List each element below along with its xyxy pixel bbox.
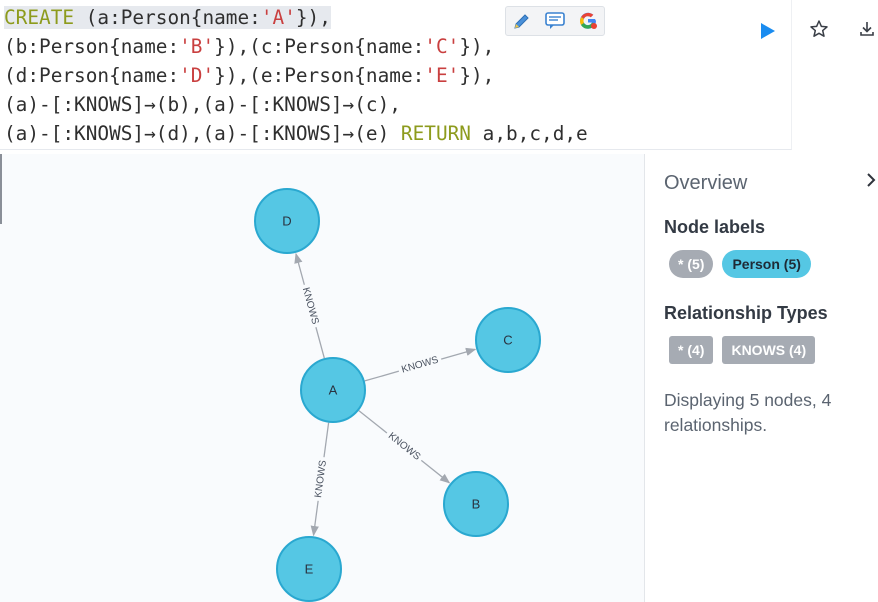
graph-canvas[interactable]: KNOWS KNOWS KNOWS KNOWS A B C D E [0, 154, 644, 602]
node-labels-list: * (5) Person (5) [669, 250, 811, 278]
node-label: E [305, 562, 314, 577]
node-label: C [503, 333, 512, 348]
code-token: (d:Person{name: [4, 64, 180, 87]
code-token: }), [459, 35, 495, 58]
node-a[interactable]: A [300, 357, 366, 423]
code-token: RETURN [400, 122, 471, 145]
relationship-line [315, 327, 325, 359]
play-icon [761, 23, 775, 39]
relationship-a-c[interactable]: KNOWS [364, 347, 477, 382]
relationship-line [323, 422, 330, 458]
overview-panel: Overview Node labels * (5) Person (5) Re… [644, 154, 878, 602]
code-token: (a)-[:KNOWS]→(d),(a)-[:KNOWS]→(e) [4, 122, 401, 145]
code-token: CREATE [4, 6, 75, 29]
code-token: 'B' [179, 35, 215, 58]
code-line-5[interactable]: (a)-[:KNOWS]→(d),(a)-[:KNOWS]→(e) RETURN… [4, 120, 588, 148]
node-circle [254, 188, 320, 254]
code-token: (a)-[:KNOWS]→(b),(a)-[:KNOWS]→(c), [4, 93, 401, 116]
rel-type-knows-pill[interactable]: KNOWS (4) [722, 336, 816, 364]
relationship-line [358, 410, 388, 434]
node-d[interactable]: D [254, 188, 320, 254]
code-token: }),(e:Person{name: [214, 64, 425, 87]
node-circle [475, 307, 541, 373]
star-icon [810, 20, 828, 37]
node-circle [276, 536, 342, 602]
node-label: B [472, 497, 481, 512]
relationship-types-title: Relationship Types [664, 303, 828, 323]
relationship-types-list: * (4) KNOWS (4) [669, 336, 816, 364]
graph-summary: Displaying 5 nodes, 4 relationships. [664, 390, 832, 435]
favorite-button[interactable] [806, 16, 832, 42]
relationship-arrow [294, 252, 305, 285]
code-token: (b:Person{name: [4, 35, 180, 58]
resize-handle[interactable] [0, 154, 2, 224]
code-line-2[interactable]: (b:Person{name:'B'}),(c:Person{name:'C'}… [4, 33, 494, 61]
relationship-arrow [310, 500, 319, 537]
chevron-right-icon [867, 173, 876, 187]
relationship-label: KNOWS [386, 431, 423, 463]
node-label-all-pill[interactable]: * (5) [669, 250, 714, 278]
code-token: (a:Person{name: [74, 6, 261, 29]
pencil-icon[interactable] [509, 8, 535, 34]
relationship-label: KNOWS [300, 286, 321, 326]
relationship-a-e[interactable]: KNOWS [310, 422, 330, 537]
node-labels-title: Node labels [664, 217, 766, 237]
code-token: 'C' [424, 35, 460, 58]
code-token: 'E' [424, 64, 460, 87]
editor-floating-toolbar [505, 6, 605, 36]
relationship-arrow [420, 459, 451, 484]
query-editor[interactable]: CREATE (a:Person{name:'A'}), (b:Person{n… [0, 0, 792, 150]
comment-icon[interactable] [542, 8, 568, 34]
google-icon[interactable] [575, 8, 601, 34]
code-token: 'A' [260, 6, 296, 29]
code-line-4[interactable]: (a)-[:KNOWS]→(b),(a)-[:KNOWS]→(c), [4, 91, 401, 119]
rel-type-all-pill[interactable]: * (4) [669, 336, 714, 364]
download-icon [860, 22, 874, 36]
code-token: }), [459, 64, 495, 87]
node-label: D [282, 214, 291, 229]
code-token: }), [295, 6, 331, 29]
relationship-a-d[interactable]: KNOWS [294, 252, 325, 359]
node-b[interactable]: B [443, 471, 509, 537]
collapse-panel-button[interactable] [861, 168, 878, 192]
code-token: }),(c:Person{name: [214, 35, 425, 58]
download-button[interactable] [856, 16, 878, 42]
code-line-1[interactable]: CREATE (a:Person{name:'A'}), [4, 4, 331, 32]
node-circle [443, 471, 509, 537]
relationship-arrow [440, 347, 477, 360]
code-token: a,b,c,d,e [470, 122, 588, 145]
node-c[interactable]: C [475, 307, 541, 373]
node-circle [300, 357, 366, 423]
relationship-line [364, 370, 400, 382]
overview-title: Overview [664, 172, 748, 194]
node-label: A [329, 383, 338, 398]
code-line-3[interactable]: (d:Person{name:'D'}),(e:Person{name:'E'}… [4, 62, 494, 90]
relationship-label: KNOWS [400, 355, 440, 376]
code-token: 'D' [179, 64, 215, 87]
relationship-label: KNOWS [313, 459, 329, 498]
relationship-a-b[interactable]: KNOWS [358, 410, 451, 484]
graph-svg: KNOWS KNOWS KNOWS KNOWS A B C D E [254, 188, 541, 602]
node-label-person-pill[interactable]: Person (5) [722, 250, 811, 278]
node-e[interactable]: E [276, 536, 342, 602]
run-query-button[interactable] [754, 18, 780, 44]
